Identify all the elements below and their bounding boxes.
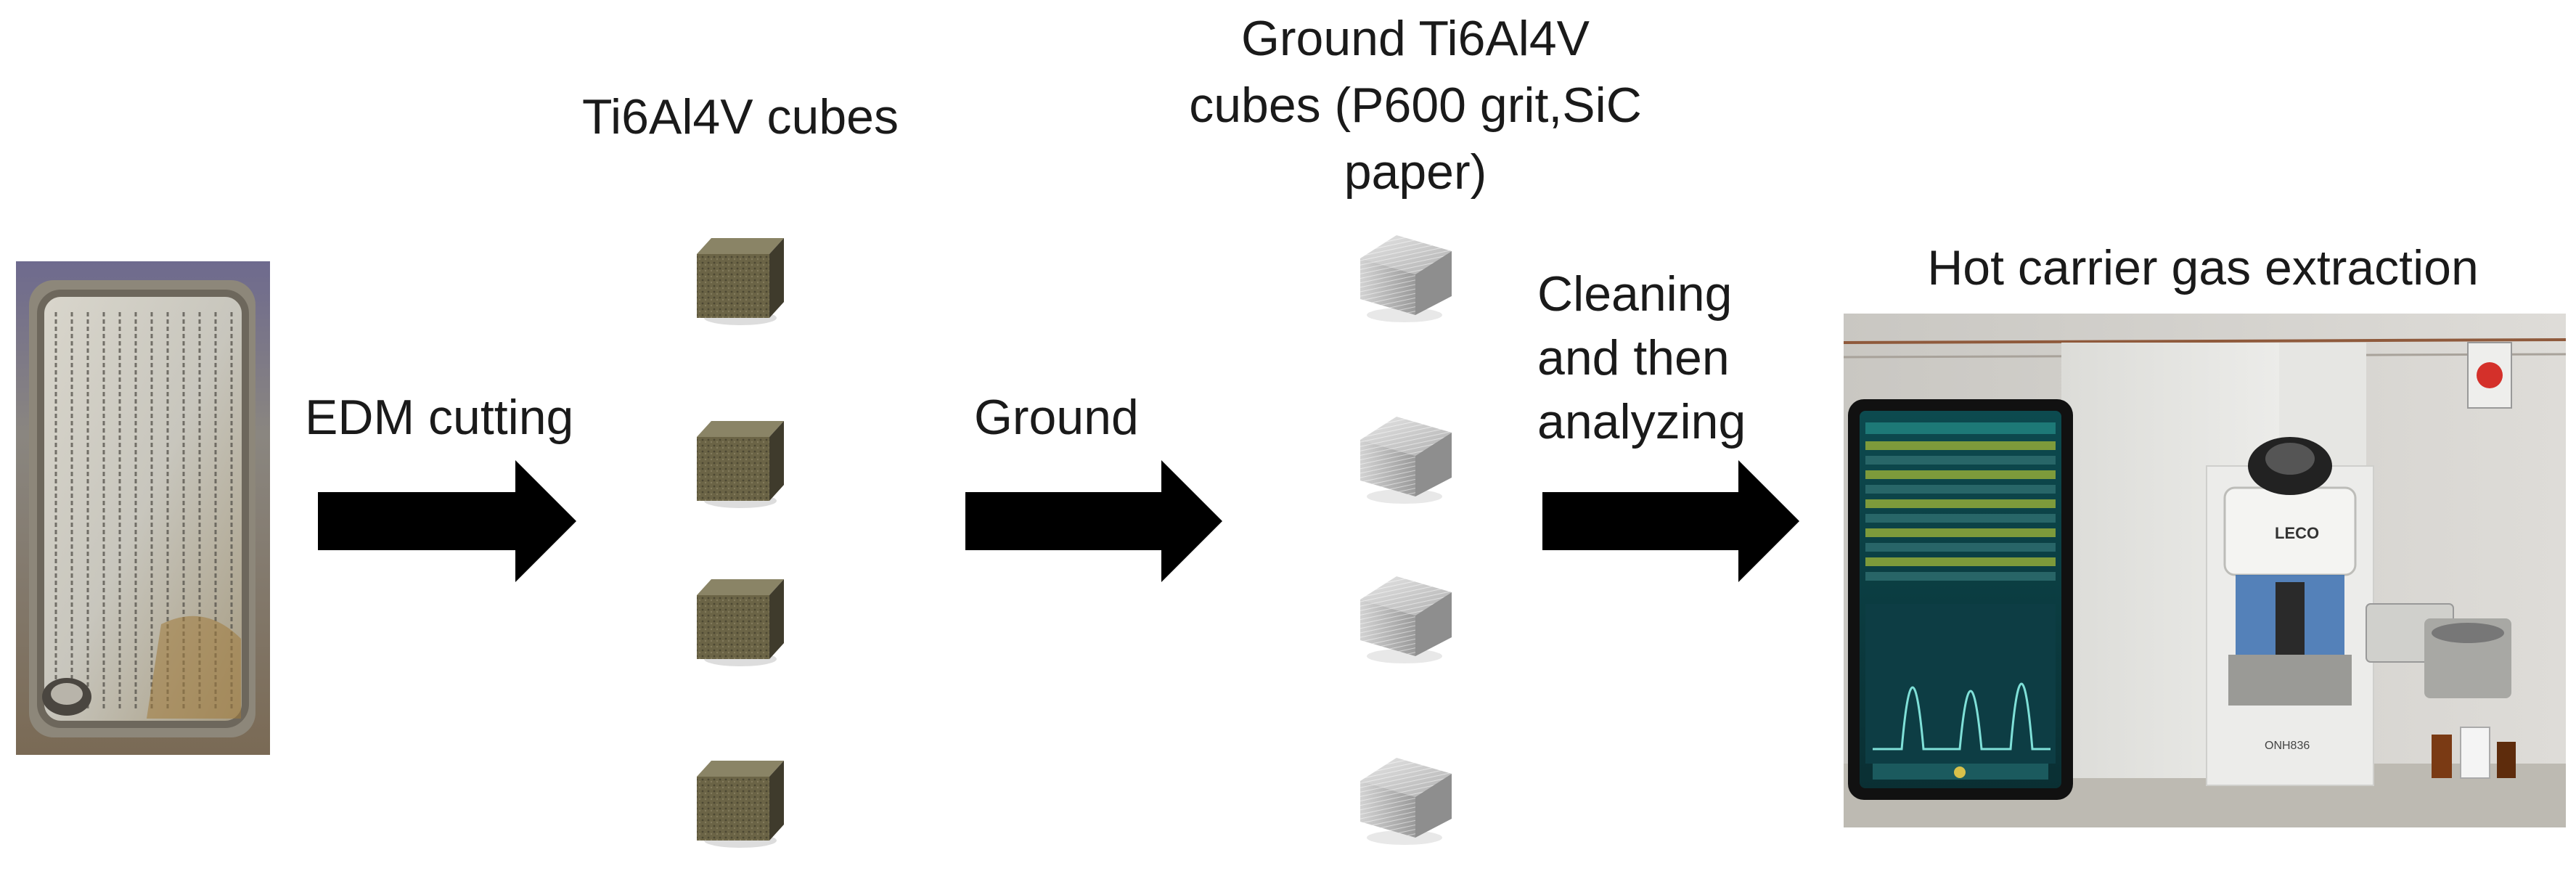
- cleaning-label: Cleaning and then analyzing: [1532, 266, 1793, 462]
- cleaning-label-line-2: and then: [1537, 330, 1730, 385]
- ground-cubes-label-line-3: paper): [1344, 144, 1487, 200]
- as-built-plate-photo: [16, 261, 270, 755]
- ground-cubes-label: Ground Ti6Al4V cubes (P600 grit,SiC pape…: [1140, 10, 1691, 206]
- arrow-ground: [965, 460, 1222, 582]
- hot-carrier-gas-extraction-label: Hot carrier gas extraction: [1927, 240, 2479, 295]
- instrument-brand: LECO: [2275, 524, 2319, 542]
- arrow-cleaning: [1542, 460, 1799, 582]
- ti6al4v-cubes-label: Ti6Al4V cubes: [582, 89, 899, 144]
- leco-instrument-photo: LECO ONH836: [1844, 314, 2566, 827]
- ground-cubes-column: [1350, 229, 1459, 854]
- cleaning-label-line-3: analyzing: [1537, 394, 1746, 449]
- arrow-edm: [318, 460, 576, 582]
- instrument-model: ONH836: [2265, 740, 2310, 752]
- ground-cubes-label-line-1: Ground Ti6Al4V: [1240, 11, 1590, 66]
- ground-cubes-label-line-2: cubes (P600 grit,SiC: [1189, 78, 1642, 133]
- cleaning-label-line-1: Cleaning: [1537, 266, 1733, 322]
- raw-cubes-column: [690, 232, 791, 856]
- edm-cutting-label: EDM cutting: [305, 390, 574, 445]
- ground-label: Ground: [974, 390, 1139, 445]
